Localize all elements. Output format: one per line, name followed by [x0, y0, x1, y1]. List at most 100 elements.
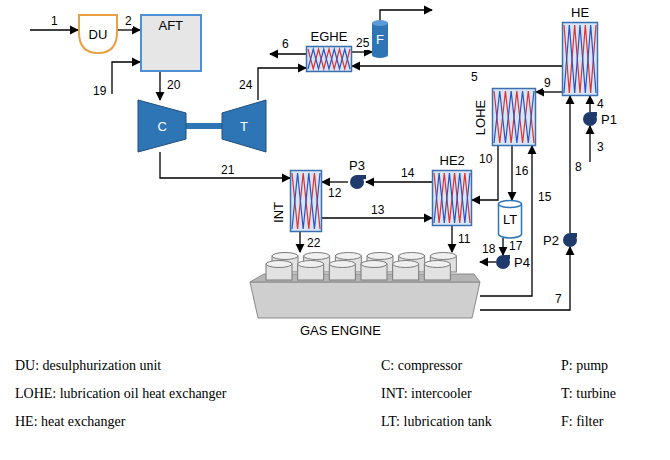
- legend-entry: LOHE: lubrication oil heat exchanger: [14, 386, 227, 402]
- legend-entry: INT: intercooler: [380, 386, 473, 402]
- node-label: HE: [571, 5, 589, 20]
- heat-exchanger: HE2: [432, 170, 472, 226]
- flow-arrow: [502, 238, 503, 255]
- compressor: C: [138, 100, 186, 152]
- node-label: P3: [349, 158, 365, 173]
- heat-exchanger: LOHE: [492, 88, 536, 146]
- heat-exchanger-shape: [432, 170, 472, 226]
- stream-number: 14: [400, 166, 415, 180]
- node-label: C: [158, 119, 167, 134]
- flow-arrow: [352, 65, 562, 66]
- flow-arrow: [451, 226, 452, 252]
- flow-arrow: [322, 181, 348, 182]
- legend-entry: P: pump: [560, 358, 609, 374]
- flow-arrow: [352, 51, 372, 52]
- flow-arrow: [322, 217, 432, 218]
- flow-arrow: [258, 68, 306, 100]
- stream-number: 18: [481, 242, 496, 256]
- flow-arrow: [472, 146, 498, 200]
- pump: P2: [563, 233, 577, 247]
- node-label: AFT: [159, 18, 184, 33]
- flow-arrow: [569, 96, 570, 233]
- pump: P1: [583, 112, 597, 126]
- lubrication-tank: LT: [498, 200, 522, 238]
- exhaust-outlet-line: [380, 10, 432, 20]
- stream-number: 7: [554, 292, 563, 306]
- legend-entry: LT: lubrication tank: [380, 414, 493, 430]
- legend-entry: C: compressor: [380, 358, 463, 374]
- pump: P3: [348, 175, 366, 189]
- stream-number: 1: [50, 14, 59, 28]
- flow-arrow: [511, 146, 512, 200]
- legend-entry: DU: desulphurization unit: [14, 358, 162, 374]
- node-label: GAS ENGINE: [300, 323, 381, 338]
- node-label: INT: [271, 202, 286, 223]
- flow-arrow: [159, 72, 160, 100]
- stream-number: 17: [508, 239, 523, 253]
- stream-number: 19: [92, 84, 107, 98]
- intercooler: INT: [290, 170, 322, 232]
- flow-arrow: [118, 29, 140, 30]
- flow-arrow: [480, 247, 570, 310]
- hot-water-outlet-line: [270, 53, 306, 54]
- flow-arrow: [366, 181, 432, 182]
- fuel-inlet-line: [30, 29, 78, 30]
- node-label: LOHE: [473, 99, 488, 134]
- stream-number: 16: [514, 164, 529, 178]
- stream-number: 6: [281, 37, 290, 51]
- node-label: P4: [514, 255, 530, 270]
- stream-number: 24: [238, 78, 253, 92]
- intercooler-shape: [290, 170, 322, 232]
- legend-entry: T: turbine: [560, 386, 617, 402]
- stream-number: 9: [543, 76, 552, 90]
- flow-arrow: [299, 232, 300, 252]
- pump: P4: [496, 255, 510, 269]
- flow-arrow: [480, 146, 532, 296]
- stream-number: 22: [306, 236, 321, 250]
- water-inlet-line: [589, 126, 590, 162]
- stream-number: 25: [355, 36, 370, 50]
- shaft-line: [186, 123, 222, 129]
- pump-shape: [348, 175, 366, 189]
- stream-number: 10: [478, 152, 493, 166]
- legend-entry: HE: heat exchanger: [14, 414, 126, 430]
- filter: F: [372, 20, 388, 58]
- heat-exchanger-shape: [562, 22, 598, 96]
- pump-shape: [496, 255, 510, 269]
- heat-exchanger: HE: [562, 22, 598, 96]
- stream-number: 2: [124, 14, 133, 28]
- stream-number: 15: [537, 190, 552, 204]
- node-label: P2: [543, 233, 559, 248]
- stream-number: 5: [470, 70, 479, 84]
- heat-exchanger: EGHE: [306, 46, 352, 72]
- node-label: LT: [503, 212, 517, 227]
- stream-number: 11: [457, 232, 471, 246]
- node-label: HE2: [440, 153, 465, 168]
- pump-shape: [563, 233, 577, 247]
- stream-number: 20: [166, 78, 181, 92]
- stream-number: 13: [370, 203, 385, 217]
- stream-number: 4: [596, 97, 605, 111]
- node-label: EGHE: [311, 29, 348, 44]
- flow-arrow: [589, 96, 590, 112]
- node-label: P1: [601, 112, 617, 127]
- flow-arrow: [480, 261, 496, 262]
- air-inlet-line: [112, 62, 140, 94]
- stream-number: 21: [220, 163, 235, 177]
- pump-shape: [583, 112, 597, 126]
- gas-engine-shape: [250, 252, 480, 318]
- heat-exchanger-shape: [492, 88, 536, 146]
- node-label: T: [240, 119, 248, 134]
- desulphurization-unit: DU: [78, 14, 118, 54]
- node-label: F: [376, 32, 384, 47]
- stream-number: 3: [596, 140, 605, 154]
- flow-arrow: [536, 91, 562, 92]
- legend-entry: F: filter: [560, 414, 604, 430]
- stream-number: 12: [327, 186, 342, 200]
- stream-number: 8: [574, 160, 583, 174]
- fuel-air-tank: AFT: [140, 14, 202, 72]
- turbine: T: [222, 100, 266, 152]
- gas-engine: GAS ENGINE: [250, 252, 480, 318]
- node-label: DU: [89, 27, 108, 42]
